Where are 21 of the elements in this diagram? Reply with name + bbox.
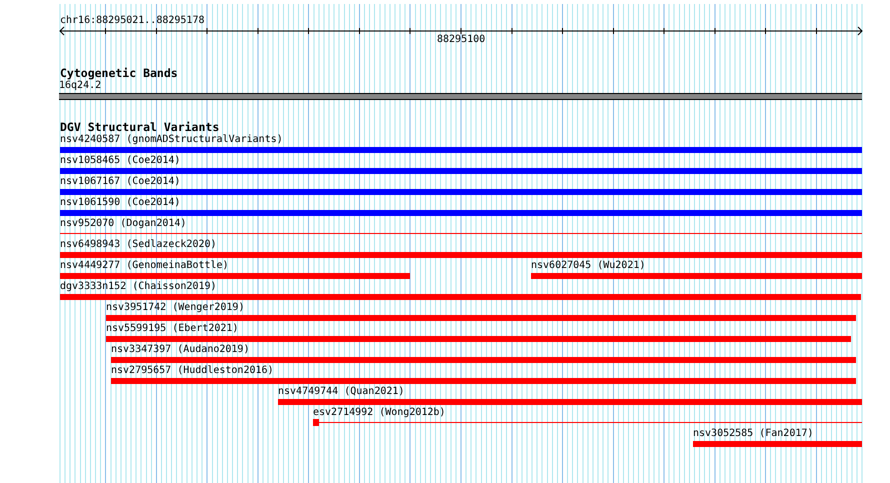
ruler-tick-label: 88295100 (437, 34, 486, 46)
variant-label: nsv1058465 (Coe2014) (60, 155, 180, 167)
variant-label: nsv1061590 (Coe2014) (60, 197, 180, 209)
variant-label: nsv4240587 (gnomADStructuralVariants) (60, 134, 283, 146)
track-title: Cytogenetic Bands (60, 67, 178, 80)
coordinate-range-label: chr16:88295021..88295178 (60, 15, 204, 27)
variant-label: nsv3052585 (Fan2017) (693, 428, 814, 440)
variant-label: nsv6027045 (Wu2021) (531, 260, 646, 272)
variant-label: nsv3347397 (Audano2019) (111, 344, 250, 356)
variant-label: nsv4449277 (GenomeinaBottle) (60, 260, 229, 272)
band-label: 16q24.2 (59, 80, 102, 92)
variant-label: nsv5599195 (Ebert2021) (106, 323, 238, 335)
track-title: DGV Structural Variants (60, 121, 220, 134)
variant-label: nsv2795657 (Huddleston2016) (111, 365, 274, 377)
variant-label: nsv3951742 (Wenger2019) (106, 302, 244, 314)
variant-label: nsv1067167 (Coe2014) (60, 176, 180, 188)
variant-label: nsv952070 (Dogan2014) (60, 218, 186, 230)
variant-label: esv2714992 (Wong2012b) (313, 407, 446, 419)
variant-label: nsv4749744 (Quan2021) (278, 386, 404, 398)
variant-label: dgv3333n152 (Chaisson2019) (60, 281, 217, 293)
variant-label: nsv6498943 (Sedlazeck2020) (60, 239, 217, 251)
